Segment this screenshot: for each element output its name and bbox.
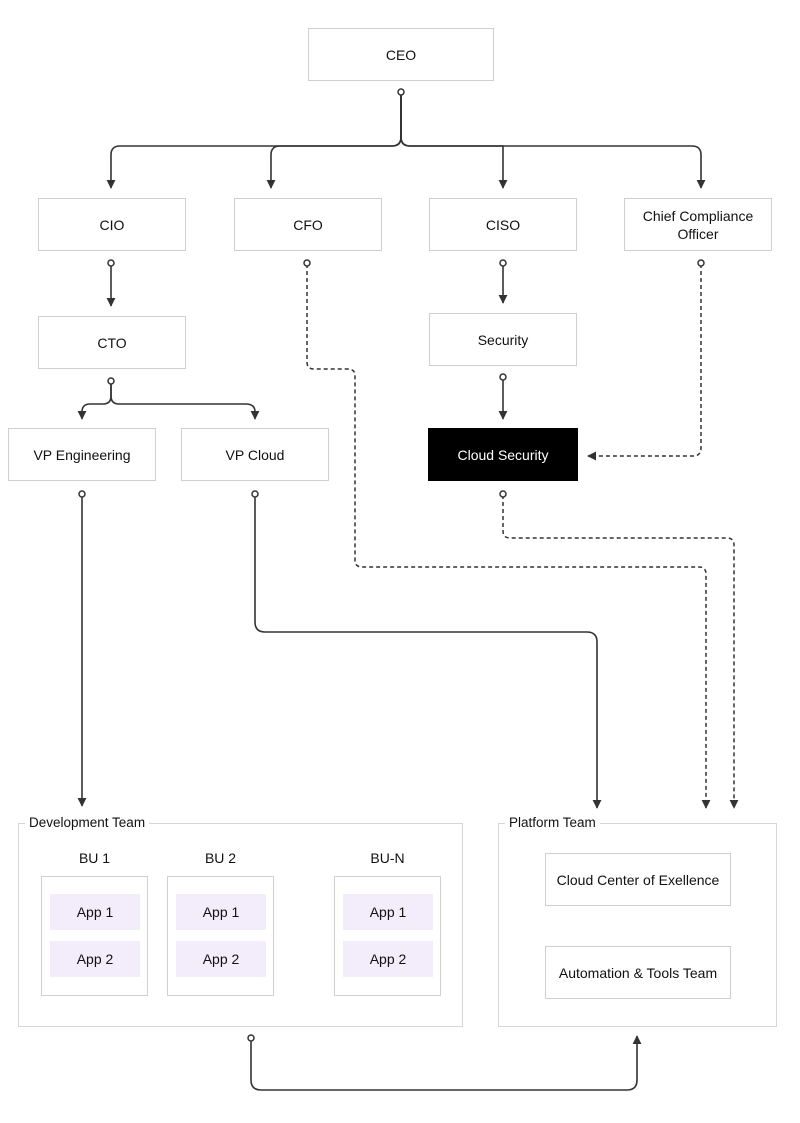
node-cio[interactable]: CIO [38,198,186,251]
port-dev-team [247,1034,255,1042]
node-automation-label: Automation & Tools Team [558,964,718,981]
node-automation-tools-team[interactable]: Automation & Tools Team [545,946,731,999]
node-cto-label: CTO [97,334,127,351]
port-cfo [303,259,311,267]
edge-ceo-cio [106,95,402,189]
node-cloud-center-of-excellence[interactable]: Cloud Center of Exellence [545,853,731,906]
edge-vp-cloud-platform-team [254,495,602,809]
node-cio-label: CIO [99,216,125,233]
node-vp-engineering-label: VP Engineering [33,446,131,463]
node-cco-label: Chief Compliance Officer [642,207,754,242]
edge-cfo-platform-team [306,264,711,809]
port-cio [107,259,115,267]
bu-label: BU 2 [204,850,237,866]
app-item[interactable]: App 2 [176,941,266,977]
edge-cloud-security-platform-team [502,495,739,809]
edge-cto-vp-cloud [110,382,260,420]
port-security [499,373,507,381]
node-chief-compliance-officer[interactable]: Chief Compliance Officer [624,198,772,251]
edge-cto-vp-engineering [77,382,112,420]
node-ciso-label: CISO [485,216,521,233]
port-vp-cloud [251,490,259,498]
app-item[interactable]: App 2 [343,941,433,977]
port-cloud-security [499,490,507,498]
edge-ceo-cfo [266,95,402,189]
node-ceo-label: CEO [385,46,417,63]
node-security-label: Security [477,331,529,348]
app-item[interactable]: App 1 [176,894,266,930]
edge-ceo-ciso [400,95,508,189]
app-item[interactable]: App 2 [50,941,140,977]
bu-label: BU 1 [78,850,111,866]
node-cloud-security-label: Cloud Security [457,446,549,463]
node-cfo-label: CFO [293,216,323,233]
app-item[interactable]: App 1 [343,894,433,930]
node-vp-cloud[interactable]: VP Cloud [181,428,329,481]
edge-dev-team-platform-team [250,1035,642,1091]
node-ccoe-label: Cloud Center of Exellence [556,871,720,888]
platform-team-title: Platform Team [505,815,600,831]
node-security[interactable]: Security [429,313,577,366]
node-cloud-security[interactable]: Cloud Security [428,428,578,481]
node-ciso[interactable]: CISO [429,198,577,251]
development-team-title: Development Team [25,815,150,831]
node-vp-cloud-label: VP Cloud [225,446,285,463]
port-cto [107,377,115,385]
port-ciso [499,259,507,267]
edge-ceo-cco [400,95,706,189]
node-ceo[interactable]: CEO [308,28,494,81]
port-cco [697,259,705,267]
node-vp-engineering[interactable]: VP Engineering [8,428,156,481]
node-cto[interactable]: CTO [38,316,186,369]
port-vp-engineering [78,490,86,498]
app-item[interactable]: App 1 [50,894,140,930]
edge-cco-cloud-security [587,264,702,461]
node-cfo[interactable]: CFO [234,198,382,251]
port-ceo [397,88,405,96]
bu-label: BU-N [370,850,405,866]
